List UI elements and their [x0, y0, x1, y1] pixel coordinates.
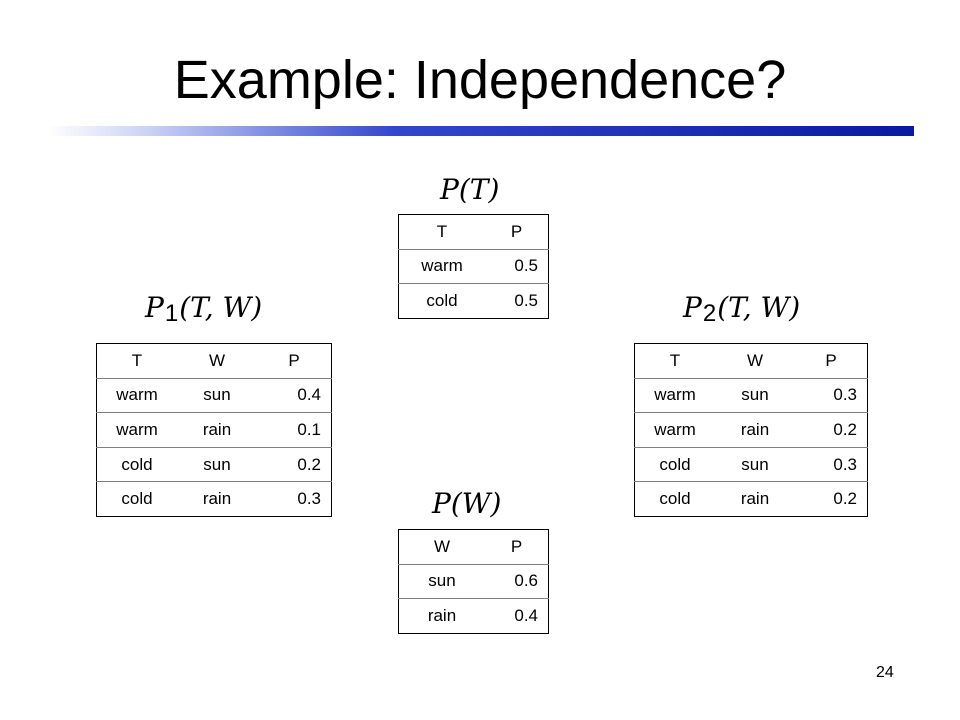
p1-caption-args: (T, W): [179, 291, 263, 324]
header-cell: T: [669, 350, 681, 370]
table-cell: warm: [634, 412, 715, 448]
p2-caption-sub: 2: [702, 300, 717, 327]
p1-table: T W P warm sun 0.4 warm rain 0.1 cold su…: [96, 343, 332, 517]
table-cell: sun: [177, 377, 257, 413]
p2-caption-args: (T, W): [717, 291, 801, 324]
table-cell: rain: [177, 481, 257, 517]
p1-caption-fn: P: [145, 291, 164, 324]
table-cell: sun: [398, 563, 485, 599]
header-cell: T: [131, 350, 143, 370]
p-w-caption: P(W): [432, 487, 502, 520]
page-number: 24: [876, 664, 894, 681]
table-cell: 0.3: [257, 481, 332, 517]
header-cell: W: [433, 536, 451, 556]
table-cell: cold: [634, 481, 715, 517]
table-cell: 0.3: [795, 377, 868, 413]
title-underline: [48, 126, 914, 136]
table-cell: 0.1: [257, 412, 332, 448]
p2-table: T W P warm sun 0.3 warm rain 0.2 cold su…: [634, 343, 868, 517]
table-row: warm 0.5: [398, 248, 549, 284]
table-cell: warm: [634, 377, 715, 413]
header-cell: P: [288, 350, 300, 370]
table-row: warm sun 0.4: [96, 377, 332, 413]
table-row: cold 0.5: [398, 283, 549, 319]
p1-caption-sub: 1: [164, 300, 179, 327]
table-row: cold rain 0.3: [96, 481, 332, 517]
table-row: sun 0.6: [398, 563, 549, 599]
table-cell: cold: [96, 481, 177, 517]
table-cell: 0.4: [485, 598, 549, 634]
p-w-table: W P sun 0.6 rain 0.4: [398, 529, 549, 634]
table-cell: 0.5: [485, 248, 549, 284]
slide-title: Example: Independence?: [173, 50, 787, 110]
table-row: rain 0.4: [398, 598, 549, 634]
table-row: cold sun 0.3: [634, 446, 868, 482]
p-t-table: T P warm 0.5 cold 0.5: [398, 214, 549, 319]
table-header-row: T W P: [635, 344, 868, 379]
table-cell: warm: [96, 377, 177, 413]
p2-caption: P2(T, W): [683, 290, 800, 332]
table-cell: rain: [715, 412, 795, 448]
header-cell: W: [208, 350, 226, 370]
header-cell: W: [746, 350, 764, 370]
table-cell: 0.6: [485, 563, 549, 599]
table-cell: 0.2: [795, 412, 868, 448]
table-cell: rain: [715, 481, 795, 517]
table-row: cold rain 0.2: [634, 481, 868, 517]
table-cell: sun: [177, 446, 257, 482]
table-row: cold sun 0.2: [96, 446, 332, 482]
table-row: warm rain 0.1: [96, 412, 332, 448]
table-header-row: T W P: [97, 344, 332, 379]
p-t-caption: P(T): [440, 173, 500, 206]
table-row: warm sun 0.3: [634, 377, 868, 413]
table-cell: 0.4: [257, 377, 332, 413]
table-cell: sun: [715, 446, 795, 482]
table-header-row: W P: [399, 530, 549, 565]
table-cell: cold: [634, 446, 715, 482]
table-cell: rain: [398, 598, 485, 634]
p1-caption: P1(T, W): [145, 290, 262, 332]
table-header-row: T P: [399, 215, 549, 250]
table-cell: warm: [398, 248, 485, 284]
table-cell: 0.3: [795, 446, 868, 482]
table-cell: sun: [715, 377, 795, 413]
header-cell: P: [825, 350, 837, 370]
table-cell: 0.5: [485, 283, 549, 319]
table-cell: 0.2: [257, 446, 332, 482]
table-cell: cold: [398, 283, 485, 319]
header-cell: P: [510, 221, 523, 241]
header-cell: T: [436, 221, 448, 241]
table-row: warm rain 0.2: [634, 412, 868, 448]
table-cell: 0.2: [795, 481, 868, 517]
p2-caption-fn: P: [683, 291, 702, 324]
table-cell: cold: [96, 446, 177, 482]
table-cell: warm: [96, 412, 177, 448]
header-cell: P: [510, 536, 523, 556]
table-cell: rain: [177, 412, 257, 448]
